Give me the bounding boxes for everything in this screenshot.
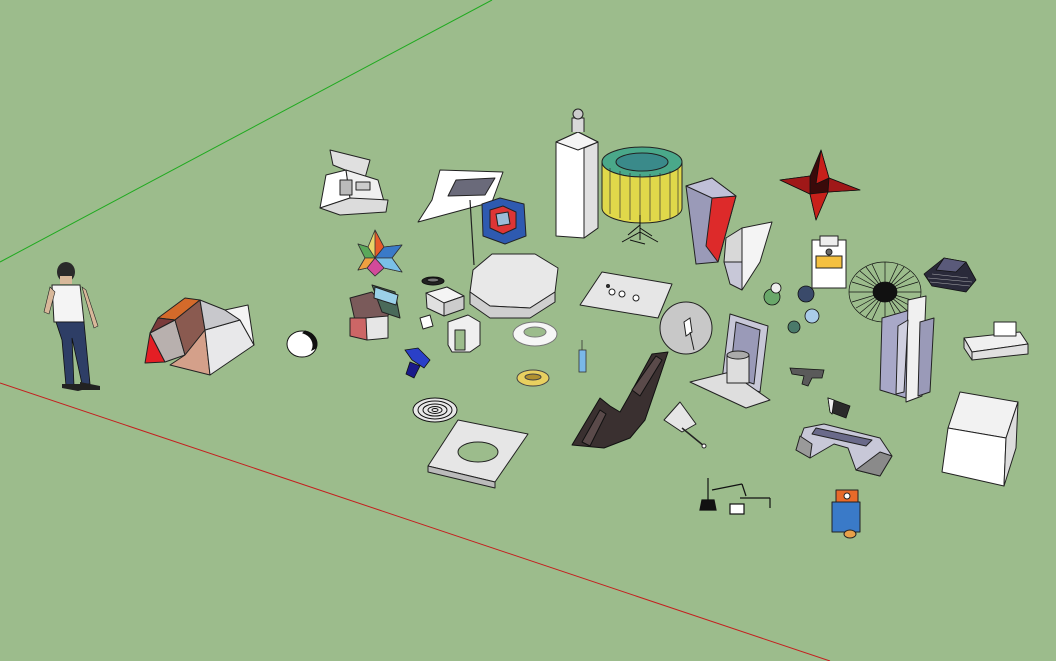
torus-ring[interactable] xyxy=(512,321,558,347)
flat-plate-with-dots[interactable] xyxy=(579,271,673,319)
wavy-ribbon-sculpture[interactable] xyxy=(571,351,669,449)
faceted-polyhedron-model[interactable] xyxy=(144,297,255,376)
robot-figure[interactable] xyxy=(831,489,861,539)
donut-ring[interactable] xyxy=(516,369,550,387)
flag-on-pole[interactable] xyxy=(417,169,504,266)
desk-lamp-model[interactable] xyxy=(699,478,771,515)
twisted-panel[interactable] xyxy=(723,221,773,291)
folded-machine-model[interactable] xyxy=(319,149,389,216)
small-boxes[interactable] xyxy=(419,286,481,353)
octagonal-prism[interactable] xyxy=(469,253,559,319)
human-figure[interactable] xyxy=(43,262,100,391)
open-cube-frame[interactable] xyxy=(481,197,527,245)
cylinder-drum[interactable] xyxy=(286,330,318,358)
pin-spinner[interactable] xyxy=(663,401,707,449)
star-polyhedron[interactable] xyxy=(357,229,403,277)
wire-sphere[interactable] xyxy=(848,261,922,323)
shuttlecock[interactable] xyxy=(827,397,851,419)
small-blue-cylinder[interactable] xyxy=(578,340,587,373)
four-point-star[interactable] xyxy=(779,149,861,221)
tall-folded-panels[interactable] xyxy=(879,295,935,403)
circular-fence-pavilion[interactable] xyxy=(601,146,683,224)
bench-slab[interactable] xyxy=(963,321,1029,361)
polyhedra-balls[interactable] xyxy=(763,282,820,334)
cut-block-model[interactable] xyxy=(349,284,401,341)
mirror-stand[interactable] xyxy=(689,313,771,409)
arch-bridge[interactable] xyxy=(795,423,893,477)
spiral-disk[interactable] xyxy=(412,397,458,423)
gun-model[interactable] xyxy=(789,367,825,387)
green-axis-line xyxy=(0,0,493,263)
white-box[interactable] xyxy=(941,391,1019,487)
lampshade-cylinder[interactable] xyxy=(811,235,847,289)
red-axis-line xyxy=(0,382,831,661)
tall-box-tower[interactable] xyxy=(555,108,599,239)
dish-disk[interactable] xyxy=(659,301,713,355)
plate-with-hole[interactable] xyxy=(427,419,529,489)
tree[interactable] xyxy=(621,215,659,245)
stepped-pyramid[interactable] xyxy=(923,257,977,293)
wedge-block[interactable] xyxy=(685,177,737,265)
small-blue-model[interactable] xyxy=(404,347,431,379)
small-disk-group[interactable] xyxy=(421,276,445,286)
